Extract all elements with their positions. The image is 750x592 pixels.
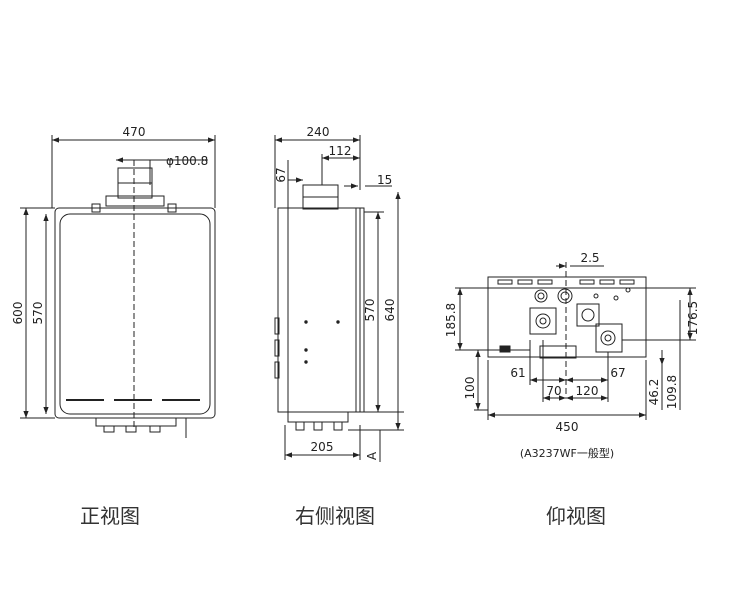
bottom-dim-176-5: 176.5: [686, 301, 700, 335]
bottom-dim-185-8: 185.8: [444, 303, 458, 337]
front-height-body-label: 570: [31, 302, 45, 325]
bottom-dim-61: 61: [510, 366, 525, 380]
side-height-total-label: 640: [383, 299, 397, 322]
bottom-dim-70: 70: [546, 384, 561, 398]
front-height-total-label: 600: [11, 302, 25, 325]
side-depth-label: 240: [307, 125, 330, 139]
bottom-model-note: (A3237WF一般型): [520, 446, 614, 460]
side-section-mark: A: [365, 451, 379, 460]
bottom-dim-120: 120: [576, 384, 599, 398]
bottom-dim-100: 100: [463, 377, 477, 400]
front-view-caption: 正视图: [80, 504, 140, 528]
bottom-dim-109-8: 109.8: [665, 375, 679, 409]
side-height-body-label: 570: [363, 299, 377, 322]
side-base-depth-label: 205: [311, 440, 334, 454]
bottom-view-caption: 仰视图: [546, 504, 606, 528]
front-view: [20, 135, 216, 438]
bottom-dim-67: 67: [610, 366, 625, 380]
side-view-caption: 右侧视图: [295, 504, 375, 528]
bottom-view: [455, 262, 696, 420]
side-flange-label: 15: [377, 173, 392, 187]
side-offset-top-label: 67: [274, 167, 288, 182]
side-pipe-offset-label: 112: [329, 144, 352, 158]
front-width-label: 470: [123, 125, 146, 139]
front-pipe-diameter-label: φ100.8: [166, 154, 208, 168]
side-view: [274, 135, 404, 462]
bottom-dim-450: 450: [556, 420, 579, 434]
bottom-dim-2-5: 2.5: [580, 251, 599, 265]
bottom-dim-46-2: 46.2: [647, 379, 661, 406]
